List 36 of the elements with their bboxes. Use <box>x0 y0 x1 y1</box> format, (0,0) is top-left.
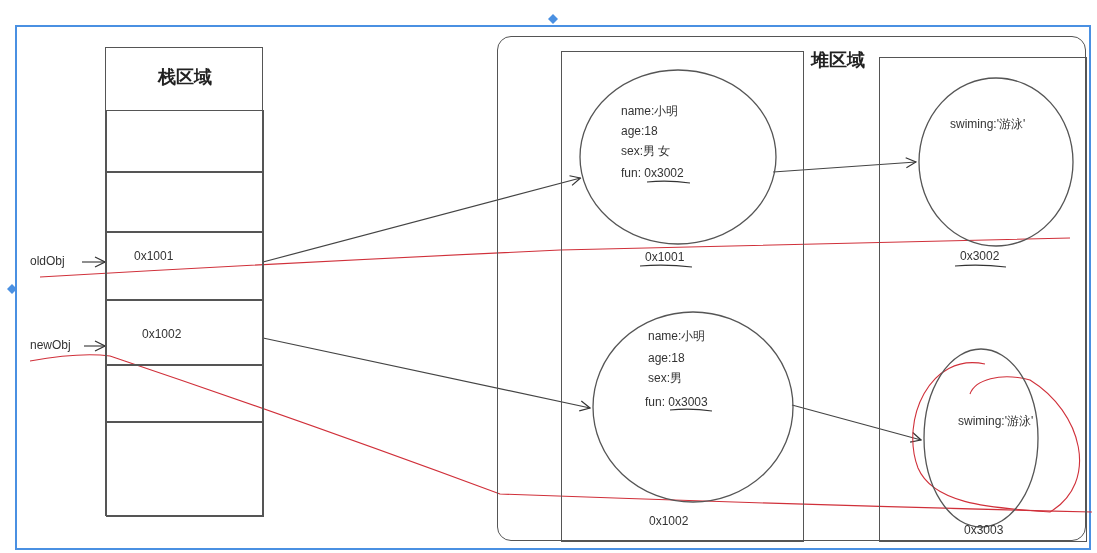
address-text: 0x3003 <box>964 523 1004 538</box>
stack-cell <box>106 172 264 232</box>
area-title: 栈区域 <box>156 66 213 88</box>
property-text: sex:男 女 <box>621 144 671 159</box>
stack-column <box>105 47 263 516</box>
arrow <box>81 256 106 268</box>
stack-cell <box>106 422 264 517</box>
address-text: 0x1002 <box>649 514 689 529</box>
arrow <box>262 175 582 263</box>
stack-cell <box>106 300 264 365</box>
address-text: 0x1002 <box>142 327 182 342</box>
arrow <box>262 337 591 412</box>
property-text: swiming:'游泳' <box>950 117 1026 132</box>
arrow <box>772 157 917 173</box>
property-text: name:小明 <box>621 104 679 119</box>
property-text: age:18 <box>648 351 685 366</box>
address-text: 0x3002 <box>960 249 1000 264</box>
heap-column <box>561 51 804 542</box>
property-text: fun: 0x3002 <box>621 166 684 181</box>
arrow <box>791 404 922 443</box>
area-title: 堆区域 <box>811 49 865 71</box>
property-text: fun: 0x3003 <box>645 395 708 410</box>
variable-label: newObj <box>30 338 82 354</box>
address-text: 0x1001 <box>134 249 174 264</box>
variable-label: oldObj <box>30 254 80 270</box>
property-text: name:小明 <box>648 329 706 344</box>
arrow <box>83 340 106 352</box>
stack-cell <box>106 232 264 300</box>
stack-cell <box>106 365 264 422</box>
heap-area <box>497 36 1086 541</box>
property-text: sex:男 <box>648 371 682 386</box>
heap-column <box>879 57 1087 542</box>
property-text: swiming:'游泳' <box>958 414 1034 429</box>
address-text: 0x1001 <box>645 250 685 265</box>
stack-cell <box>106 110 264 172</box>
property-text: age:18 <box>621 124 658 139</box>
